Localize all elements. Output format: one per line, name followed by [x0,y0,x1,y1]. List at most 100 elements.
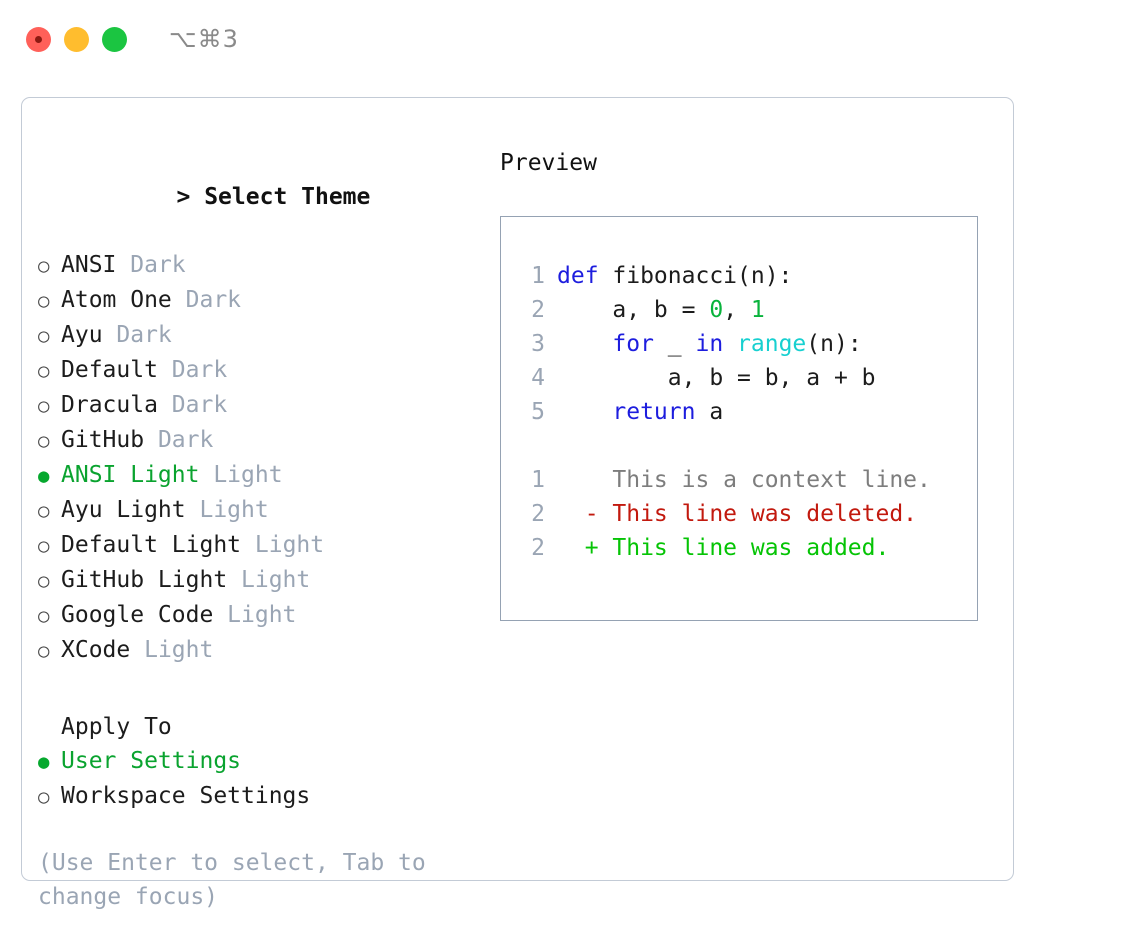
code-token: a, b = b, a + b [557,365,876,391]
radio-unselected-icon: ○ [38,605,50,627]
code-line-number: 4 [531,365,545,391]
radio-unselected-icon: ○ [38,255,50,277]
theme-option-variant: Light [213,462,283,488]
theme-option-ayu[interactable]: ○ Ayu Dark [38,318,478,353]
code-sample: 1 def fibonacci(n): 2 a, b = 0, 1 3 for _ i… [519,259,977,429]
diff-line-number: 2 [531,535,545,561]
radio-unselected-icon: ○ [38,360,50,382]
apply-to-option-user-settings[interactable]: ● User Settings [38,744,478,779]
apply-to-group: Apply To ● User Settings ○Workspace Settin… [38,710,478,814]
radio-selected-icon: ● [38,465,50,487]
code-token: a, b = [557,297,710,323]
theme-option-dracula[interactable]: ○Dracula Dark [38,388,478,423]
code-line-number: 1 [531,263,545,289]
radio-unselected-icon: ○ [38,290,50,312]
theme-option-variant: Dark [130,252,186,278]
apply-to-option-label: Workspace Settings [61,783,311,809]
code-token: 1 [750,297,765,323]
apply-to-option-label: User Settings [61,748,242,774]
theme-option-variant: Dark [185,287,242,313]
diff-line-number: 1 [531,467,545,493]
code-line: 1 def fibonacci(n): [519,259,977,293]
theme-option-label: ANSI [61,252,131,278]
theme-option-variant: Light [227,602,297,628]
keyboard-shortcut-label: ⌥⌘3 [169,25,239,53]
diff-line-add: 2 + This line was added. [519,531,977,565]
diff-line-text: + This line was added. [557,535,890,561]
maximize-window-button[interactable] [102,26,127,52]
code-token: return [612,399,696,425]
theme-option-variant: Dark [116,322,172,348]
diff-line-text: - This line was deleted. [557,501,918,527]
theme-option-label: XCode [61,637,145,663]
code-token: 0 [709,297,724,323]
theme-option-label: Dracula [61,392,172,418]
code-token: in [695,331,724,357]
diff-line-number: 2 [531,501,545,527]
theme-list: ○ANSI Dark○Atom One Dark○Ayu Dark○Defaul… [38,248,478,668]
code-line: 5 return a [519,395,977,429]
theme-option-variant: Light [144,637,214,663]
theme-option-label: GitHub Light [61,567,242,593]
radio-unselected-icon: ○ [38,500,50,522]
code-spacer [519,429,977,463]
theme-option-ayu-light[interactable]: ○ Ayu Light Light [38,493,478,528]
code-line: 3 for _ in range(n): [519,327,977,361]
theme-option-atom-one[interactable]: ○ Atom One Dark [38,283,478,318]
theme-option-google-code[interactable]: ○Google Code Light [38,598,478,633]
code-line-number: 5 [531,399,545,425]
theme-option-label: Ayu [61,322,117,348]
theme-option-label: GitHub [61,427,158,453]
theme-option-variant: Light [254,532,325,558]
theme-option-ansi[interactable]: ○ ANSI Dark [38,248,478,283]
keyboard-hint-text: (Use Enter to select, Tab to change focu… [38,850,426,910]
theme-option-xcode[interactable]: ○ XCode Light [38,633,478,668]
apply-to-option-workspace-settings[interactable]: ○Workspace Settings [38,779,478,814]
code-token [557,327,612,361]
theme-option-variant: Light [199,497,269,523]
theme-option-label: Ayu Light [61,497,200,523]
theme-option-github-light[interactable]: ○ GitHub Light Light [38,563,478,598]
code-token: range [737,331,807,357]
minimize-window-button[interactable] [64,26,89,52]
code-line-number: 2 [531,297,545,323]
code-token [723,327,737,361]
code-line: 4 a, b = b, a + b [519,361,977,395]
apply-to-heading: Apply To [61,714,172,740]
radio-selected-icon: ● [38,751,50,773]
theme-option-variant: Dark [171,357,228,383]
theme-option-default-light[interactable]: ○Default Light Light [38,528,478,563]
radio-unselected-icon: ○ [38,640,50,662]
radio-unselected-icon: ○ [38,325,50,347]
code-token: fibonacci(n): [612,263,793,289]
code-token: _ [653,331,696,357]
theme-option-default[interactable]: ○ Default Dark [38,353,478,388]
preview-heading: Preview [500,150,597,176]
titlebar: ⌥⌘3 [0,0,1140,78]
close-window-button[interactable] [26,26,51,52]
code-token: , [723,297,751,323]
radio-unselected-icon: ○ [38,430,50,452]
radio-unselected-icon: ○ [38,535,50,557]
code-token: a [695,399,724,425]
code-token: def [557,263,613,289]
code-token: for [612,331,654,357]
theme-option-github[interactable]: ○ GitHub Dark [38,423,478,458]
caret-marker: > [176,184,191,210]
preview-pane: Preview 1 def fibonacci(n): 2 a, b = 0, 1 3… [500,146,990,621]
theme-option-variant: Dark [157,427,214,453]
theme-option-label: Atom One [61,287,186,313]
radio-unselected-icon: ○ [38,570,50,592]
diff-line-del: 2 - This line was deleted. [519,497,977,531]
theme-option-ansi-light[interactable]: ● ANSI Light Light [38,458,478,493]
theme-option-variant: Light [241,567,311,593]
theme-picker-heading: > Select Theme [38,146,478,248]
main-panel: > Select Theme ○ANSI Dark○Atom One Dark○… [21,97,1014,910]
preview-box: 1 def fibonacci(n): 2 a, b = 0, 1 3 for _ i… [500,216,978,621]
radio-unselected-icon: ○ [38,395,50,417]
theme-option-label: Default [61,357,172,383]
diff-line-text: This is a context line. [557,467,931,493]
theme-option-label: ANSI Light [61,462,214,488]
theme-picker-heading-label: Select Theme [204,184,371,210]
